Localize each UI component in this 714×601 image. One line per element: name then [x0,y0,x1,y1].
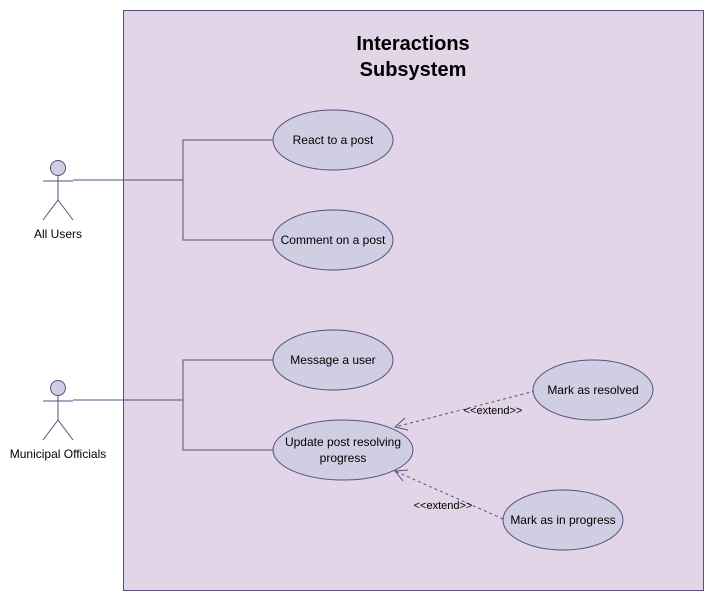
use-case-update-progress-label-line2: progress [320,451,367,465]
all-users-associations [73,139,273,241]
system-boundary [123,10,704,591]
association-all-users-react [73,139,273,181]
actor-municipal-officials-label: Municipal Officials [10,447,106,461]
use-case-comment-label: Comment on a post [281,233,386,247]
actor-all-users-leg-right [57,199,74,221]
system-title-line2: Subsystem [360,59,467,81]
actor-all-users-leg-left [42,199,59,221]
association-all-users-comment [182,180,273,241]
actor-municipal-officials-leg-left [42,419,59,441]
use-case-mark-resolved[interactable]: Mark as resolved [532,359,654,421]
association-officials-message [73,359,273,401]
use-case-react-shape[interactable] [272,109,394,171]
use-case-comment[interactable]: Comment on a post [272,209,394,271]
actor-municipal-officials[interactable] [42,380,74,441]
use-case-message-label: Message a user [290,353,375,367]
use-case-message[interactable]: Message a user [272,329,394,391]
use-case-react[interactable]: React to a post [272,109,394,171]
extend-relations [393,390,536,520]
use-case-message-shape[interactable] [272,329,394,391]
extend-resolved-line [394,390,536,428]
extend-in-progress-line [394,470,504,520]
use-case-mark-in-progress-label: Mark as in progress [510,513,615,527]
use-case-update-progress-shape[interactable] [272,419,414,481]
actor-all-users-head [50,160,66,176]
extend-label-in-progress: <<extend>> [414,500,473,512]
use-case-update-progress[interactable]: Update post resolving progress [272,419,414,481]
use-case-update-progress-label-line1: Update post resolving [285,435,401,449]
actor-municipal-officials-head [50,380,66,396]
extend-in-progress-arrowhead [394,469,409,482]
use-case-mark-resolved-label: Mark as resolved [547,383,638,397]
use-case-react-label: React to a post [293,133,374,147]
use-case-mark-resolved-shape[interactable] [532,359,654,421]
use-case-mark-in-progress[interactable]: Mark as in progress [502,489,624,551]
actor-all-users-label: All Users [34,227,82,241]
association-officials-update [182,400,273,451]
use-case-comment-shape[interactable] [272,209,394,271]
actor-municipal-officials-leg-right [57,419,74,441]
system-title-line1: Interactions [356,33,469,55]
extend-resolved-arrowhead [393,417,409,431]
extend-label-resolved: <<extend>> [464,405,523,417]
use-case-mark-in-progress-shape[interactable] [502,489,624,551]
actor-all-users[interactable] [42,160,74,221]
officials-associations [73,359,273,451]
